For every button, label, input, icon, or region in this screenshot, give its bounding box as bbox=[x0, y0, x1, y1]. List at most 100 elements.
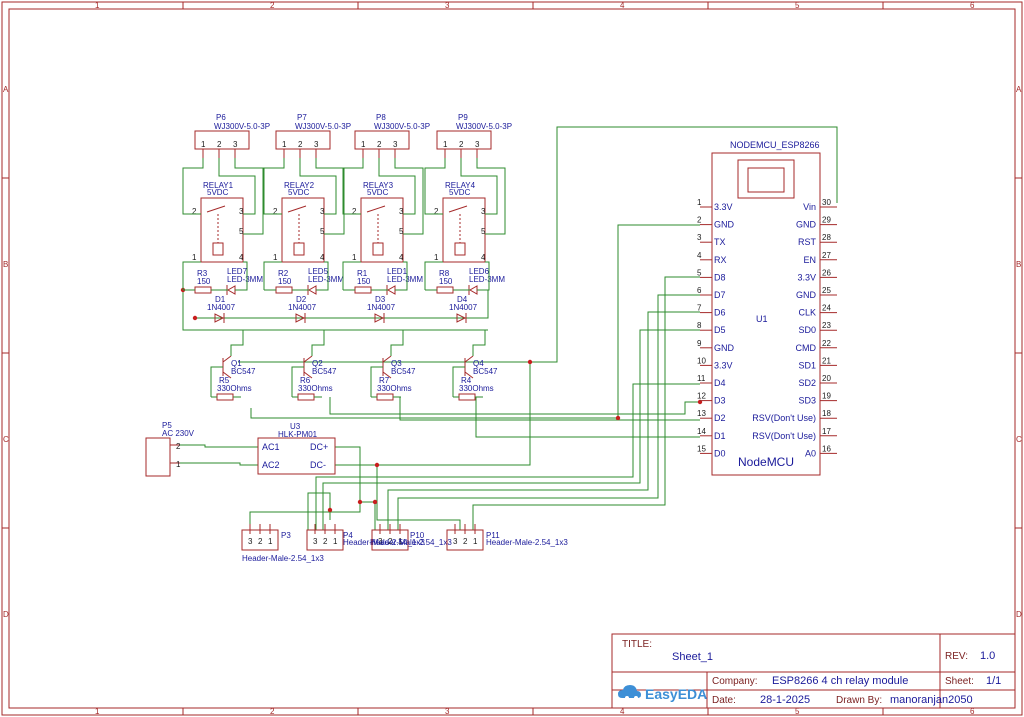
led-ref: LED6 bbox=[469, 267, 490, 276]
relay-switch bbox=[206, 205, 226, 213]
mcu-pin-name: 3.3V bbox=[714, 360, 733, 370]
mcu-pin-number: 13 bbox=[697, 409, 706, 418]
mcu-pin-name: A0 bbox=[805, 448, 816, 458]
svg-text:2: 2 bbox=[258, 537, 263, 546]
diode-icon bbox=[374, 313, 385, 323]
p5-value: AC 230V bbox=[162, 429, 195, 438]
junction-dot bbox=[527, 359, 533, 365]
svg-text:1: 1 bbox=[201, 140, 206, 149]
diode-value: 1N4007 bbox=[288, 303, 317, 312]
resistor-value: 150 bbox=[278, 277, 292, 286]
ruler-column-labels: 1 2 3 4 5 6 1 2 3 4 5 6 bbox=[95, 1, 975, 716]
ruler-row-labels: A B C D A B C D bbox=[3, 85, 1022, 619]
psu-body bbox=[257, 437, 336, 475]
svg-text:3: 3 bbox=[453, 537, 458, 546]
header-value: Header-Male-2.54_1x3 bbox=[370, 538, 452, 547]
title-block: TITLE: Sheet_1 REV: 1.0 Company: ESP8266… bbox=[611, 633, 1016, 709]
psu-value: HLK-PM01 bbox=[278, 430, 318, 439]
terminal-value: WJ300V-5.0-3P bbox=[456, 122, 512, 131]
mcu-pin-name: D7 bbox=[714, 290, 726, 300]
svg-text:4: 4 bbox=[399, 253, 404, 262]
led-ref: LED5 bbox=[308, 267, 329, 276]
resistor bbox=[436, 286, 454, 294]
diode-ref: D2 bbox=[296, 295, 307, 304]
header-ref: P11 bbox=[486, 531, 500, 540]
mcu-right-pins: 30Vin29GND28RST27EN263.3V25GND24CLK23SD0… bbox=[752, 198, 837, 458]
p5-ref: P5 bbox=[162, 421, 172, 430]
svg-text:3: 3 bbox=[320, 207, 325, 216]
p5-body bbox=[145, 437, 171, 477]
power-supply-module: U3 HLK-PM01 AC1 AC2 DC+ DC- bbox=[257, 422, 336, 475]
drawn-by-label: Drawn By: bbox=[836, 695, 882, 706]
mcu-pin-number: 10 bbox=[697, 356, 706, 365]
mcu-pin-name: GND bbox=[796, 220, 817, 230]
svg-text:1: 1 bbox=[352, 253, 357, 262]
company-label: Company: bbox=[712, 676, 758, 687]
header-value: Header-Male-2.54_1x3 bbox=[242, 554, 324, 563]
svg-text:4: 4 bbox=[320, 253, 325, 262]
relay-coil bbox=[372, 242, 384, 256]
mcu-pin-name: D1 bbox=[714, 431, 726, 441]
mcu-pin-name: GND bbox=[796, 290, 817, 300]
mcu-antenna-module bbox=[747, 167, 785, 193]
terminal-body bbox=[436, 130, 492, 150]
terminal-value: WJ300V-5.0-3P bbox=[214, 122, 270, 131]
terminal-body bbox=[194, 130, 250, 150]
svg-text:2: 2 bbox=[459, 140, 464, 149]
mcu-pin-number: 18 bbox=[822, 409, 831, 418]
svg-text:5: 5 bbox=[481, 227, 486, 236]
relay-body bbox=[442, 197, 486, 263]
mcu-pin-number: 22 bbox=[822, 339, 831, 348]
svg-text:3: 3 bbox=[481, 207, 486, 216]
resistor-value: 150 bbox=[357, 277, 371, 286]
mcu-pin-name: EN bbox=[803, 255, 816, 265]
svg-text:2: 2 bbox=[377, 140, 382, 149]
easyeda-logo: EasyEDA bbox=[618, 685, 707, 702]
transistor-ref: Q2 bbox=[312, 359, 323, 368]
resistor bbox=[354, 286, 372, 294]
relay-ref: RELAY3 bbox=[363, 181, 394, 190]
title-label: TITLE: bbox=[622, 639, 652, 650]
led-value: LED-3MM bbox=[387, 275, 423, 284]
base-resistor-ref: R4 bbox=[461, 376, 472, 385]
diode-ref: D3 bbox=[375, 295, 386, 304]
led-value: LED-3MM bbox=[308, 275, 344, 284]
diode-ref: D1 bbox=[215, 295, 226, 304]
mcu-antenna-outline bbox=[737, 159, 795, 199]
base-resistor-value: 330Ohms bbox=[217, 384, 252, 393]
terminal-ref: P9 bbox=[458, 113, 468, 122]
mcu-pin-name: D6 bbox=[714, 308, 726, 318]
ruler-row-label: C bbox=[1016, 435, 1022, 444]
mcu-pin-name: GND bbox=[714, 220, 735, 230]
header-value: Header-Male-2.54_1x3 bbox=[343, 538, 425, 547]
mcu-pin-name: GND bbox=[714, 343, 735, 353]
svg-text:2: 2 bbox=[388, 537, 393, 546]
sheet-title: Sheet_1 bbox=[672, 651, 713, 663]
company-value: ESP8266 4 ch relay module bbox=[772, 675, 908, 687]
svg-text:2: 2 bbox=[352, 207, 357, 216]
mcu-pin-number: 3 bbox=[697, 233, 702, 242]
transistor-ref: Q4 bbox=[473, 359, 484, 368]
mcu-pin-number: 29 bbox=[822, 216, 831, 225]
mcu-body bbox=[711, 152, 821, 476]
psu-dcm: DC- bbox=[310, 460, 326, 470]
header-ref: P3 bbox=[281, 531, 291, 540]
terminal-body bbox=[275, 130, 331, 150]
relay-value: 5VDC bbox=[288, 188, 310, 197]
mcu-ref: U1 bbox=[756, 314, 768, 324]
psu-ac2: AC2 bbox=[262, 460, 280, 470]
mcu-pin-number: 19 bbox=[822, 392, 831, 401]
mcu-pin-name: D3 bbox=[714, 396, 726, 406]
svg-text:3: 3 bbox=[399, 207, 404, 216]
svg-text:1: 1 bbox=[361, 140, 366, 149]
mcu-pin-number: 25 bbox=[822, 286, 831, 295]
led-icon bbox=[386, 285, 396, 295]
